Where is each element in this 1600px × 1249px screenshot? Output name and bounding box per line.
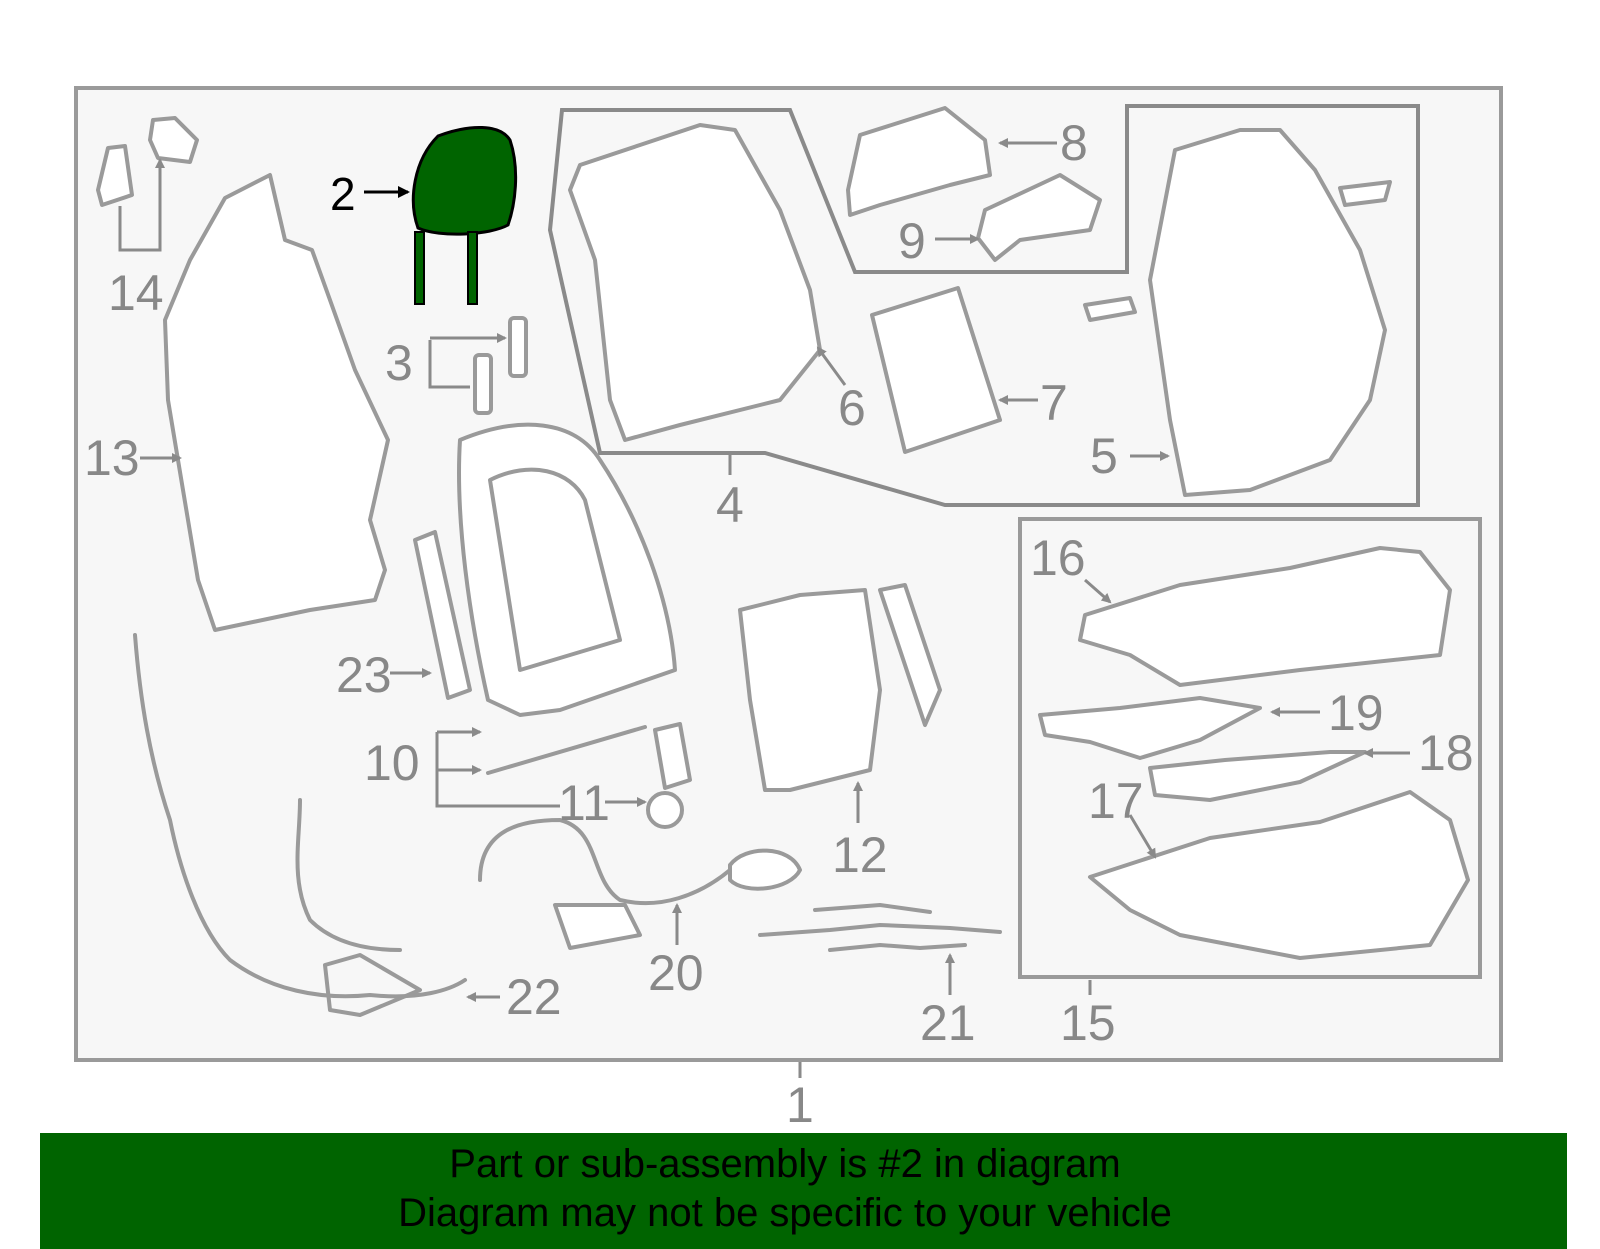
trim-covers-part-14[interactable] (96, 116, 199, 207)
heater-pad-part-19[interactable] (1038, 696, 1262, 760)
leader-14 (118, 158, 165, 252)
callout-1[interactable]: 1 (786, 1077, 814, 1130)
callout-12[interactable]: 12 (832, 827, 888, 883)
leader-17 (1128, 814, 1157, 859)
switch-cable-part-20[interactable] (478, 818, 802, 950)
adjuster-harness-part-21[interactable] (758, 903, 1002, 952)
callout-4[interactable]: 4 (716, 477, 744, 533)
cushion-cover-part-16[interactable] (1078, 546, 1452, 687)
callout-21[interactable]: 21 (920, 995, 976, 1051)
callout-18[interactable]: 18 (1418, 725, 1474, 781)
leader-10 (435, 732, 560, 808)
callout-14[interactable]: 14 (108, 265, 164, 321)
wiring-harness-part-22[interactable] (133, 633, 467, 1017)
callout-3[interactable]: 3 (385, 335, 413, 391)
callout-5[interactable]: 5 (1090, 428, 1118, 484)
bolster-part-9[interactable] (976, 173, 1102, 262)
callout-23[interactable]: 23 (336, 647, 392, 703)
callout-11[interactable]: 11 (558, 775, 610, 831)
callout-6[interactable]: 6 (838, 380, 866, 436)
callout-20[interactable]: 20 (648, 945, 704, 1001)
info-banner: Part or sub-assembly is #2 in diagram Di… (40, 1133, 1567, 1249)
callout-8[interactable]: 8 (1060, 115, 1088, 171)
backrest-cover-part-5[interactable] (1083, 128, 1392, 497)
backrest-trim-subframe (547, 104, 1420, 507)
callout-17[interactable]: 17 (1088, 773, 1144, 829)
leader-3 (428, 340, 470, 389)
callout-7[interactable]: 7 (1040, 375, 1068, 431)
banner-part-notice: Part or sub-assembly is #2 in diagram (449, 1142, 1121, 1186)
callout-13[interactable]: 13 (84, 430, 140, 486)
lumbar-assembly-part-12[interactable] (738, 583, 942, 792)
lumbar-pad-part-7[interactable] (870, 286, 1002, 454)
recliner-motor-part-11[interactable] (646, 722, 692, 829)
bolster-part-8[interactable] (846, 106, 992, 217)
callout-10[interactable]: 10 (364, 735, 420, 791)
headrest-guides-part-3[interactable] (473, 316, 528, 415)
cushion-pad-part-17[interactable] (1088, 790, 1470, 960)
backrest-cover-part-6[interactable] (568, 123, 822, 442)
seat-parts-diagram: 2 14 3 13 6 8 9 7 5 4 16 23 19 18 10 11 … (74, 86, 1503, 1130)
callout-22[interactable]: 22 (506, 969, 562, 1025)
side-shield-part-23[interactable] (413, 530, 472, 700)
leader-6 (816, 346, 847, 386)
callout-16[interactable]: 16 (1030, 530, 1086, 586)
heater-pad-part-18[interactable] (1148, 750, 1367, 802)
callout-9[interactable]: 9 (898, 213, 926, 269)
banner-disclaimer: Diagram may not be specific to your vehi… (398, 1191, 1172, 1235)
callout-15[interactable]: 15 (1060, 995, 1116, 1051)
back-panel-part-13[interactable] (163, 173, 390, 632)
headrest-part-2[interactable] (411, 126, 518, 305)
seatback-frame-part-10[interactable] (457, 422, 677, 775)
callout-19[interactable]: 19 (1328, 685, 1384, 741)
leader-16 (1084, 578, 1112, 604)
callout-2[interactable]: 2 (330, 168, 356, 220)
